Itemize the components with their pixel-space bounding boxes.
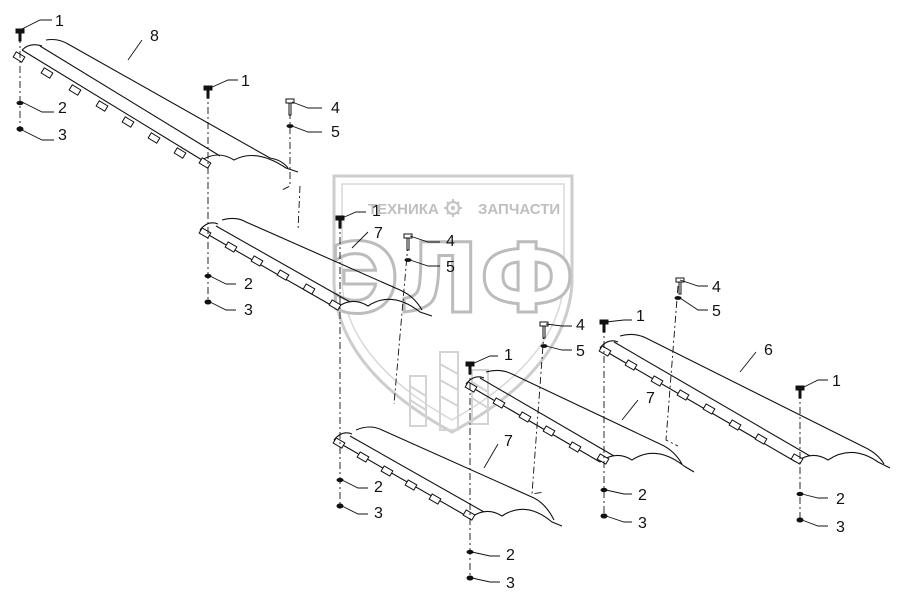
- shield-8: [12, 38, 299, 173]
- shield-6-tabs: [598, 345, 804, 465]
- callout-2: 2: [58, 100, 67, 117]
- callout-6: 6: [764, 342, 773, 359]
- shield-7-right: [464, 369, 695, 473]
- watermark-letters: ЭЛФ: [329, 223, 574, 335]
- callout-1: 1: [832, 373, 841, 390]
- callout-labels: 1 2 3 8 1 4 5 2 3 1 7 4 5 1 4 5 1 4 5 6 …: [55, 13, 845, 592]
- callout-4: 4: [331, 100, 340, 117]
- callout-7: 7: [504, 433, 513, 450]
- callout-3: 3: [506, 575, 515, 592]
- callout-7: 7: [646, 390, 655, 407]
- callout-3: 3: [836, 519, 845, 536]
- shield-7-lower: [332, 426, 563, 527]
- callout-4: 4: [446, 233, 455, 250]
- shield-8-tabs: [12, 51, 212, 169]
- callout-8: 8: [150, 28, 159, 45]
- callout-2: 2: [506, 547, 515, 564]
- callout-5: 5: [576, 343, 585, 360]
- callout-1: 1: [504, 347, 513, 364]
- shield-7-right-tabs: [464, 381, 610, 465]
- svg-text:ТЕХНИКА: ТЕХНИКА: [368, 201, 439, 218]
- shield-7-lower-tabs: [332, 437, 476, 521]
- callout-3: 3: [58, 127, 67, 144]
- shield-6: [598, 333, 891, 469]
- bolt-icon: [15, 28, 805, 399]
- leader-lines: [19, 19, 828, 583]
- watermark-brand-text: ТЕХНИКА ЗАПЧАСТИ: [368, 199, 560, 218]
- assembly-centerlines: [19, 36, 801, 580]
- callout-1: 1: [55, 13, 64, 30]
- shield-7-upper-tabs: [198, 227, 342, 311]
- svg-text:ЗАПЧАСТИ: ЗАПЧАСТИ: [478, 201, 560, 218]
- gear-icon: [444, 199, 462, 217]
- callout-4: 4: [712, 279, 721, 296]
- callout-5: 5: [331, 124, 340, 141]
- callout-3: 3: [638, 515, 647, 532]
- shield-7-upper: [198, 217, 433, 317]
- callout-4: 4: [576, 317, 585, 334]
- callout-1: 1: [241, 73, 250, 90]
- watermark-logo: ТЕХНИКА ЗАПЧАСТИ ЭЛФ: [328, 174, 576, 434]
- callout-5: 5: [712, 303, 721, 320]
- callout-5: 5: [446, 259, 455, 276]
- callout-1: 1: [372, 203, 381, 220]
- callout-2: 2: [374, 479, 383, 496]
- callout-2: 2: [244, 276, 253, 293]
- callout-1: 1: [636, 308, 645, 325]
- callout-3: 3: [374, 505, 383, 522]
- callout-2: 2: [836, 491, 845, 508]
- callout-7: 7: [374, 225, 383, 242]
- callout-3: 3: [244, 302, 253, 319]
- callout-2: 2: [638, 487, 647, 504]
